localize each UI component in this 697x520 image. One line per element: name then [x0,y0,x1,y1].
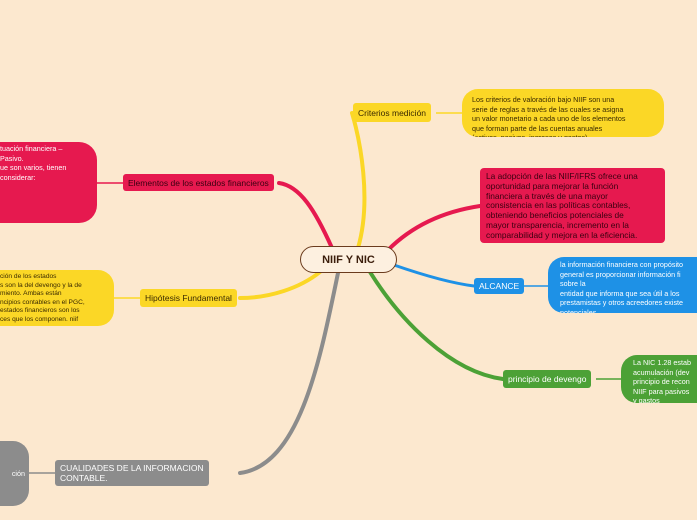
hipotesis-fundamental-node[interactable]: Hipótesis Fundamental [140,289,237,307]
link-cualidades [238,271,340,475]
elementos-estados-financieros-node[interactable]: Elementos de los estados financieros [123,174,274,191]
cualidades-informacion-node[interactable]: CUALIDADES DE LA INFORMACION CONTABLE. [55,460,209,486]
adopcion-niif-detail[interactable]: La adopción de las NIIF/IFRS ofrece una … [480,168,665,243]
link-elementos [277,181,334,250]
link-hipotesis [238,270,322,300]
link-adopcion [386,204,482,252]
link-alcance [392,263,476,288]
central-topic-node[interactable]: NIIF Y NIC [300,246,397,273]
elementos-estados-financieros-detail[interactable]: tuación financiera – Pasivo. ue son vari… [0,142,97,223]
principio-devengo-node[interactable]: principio de devengo [503,370,592,388]
alcance-node[interactable]: ALCANCE [474,278,525,294]
link-criterios [350,111,367,250]
alcance-detail[interactable]: la información financiera con propósito … [548,257,697,313]
criterios-medicion-node[interactable]: Criterios medición [353,103,432,122]
principio-devengo-detail[interactable]: La NIC 1.28 estab acumulación (dev princ… [621,355,697,403]
link-devengo [368,270,505,381]
hipotesis-fundamental-detail[interactable]: ción de los estados s son la del devengo… [0,270,114,326]
cualidades-informacion-detail[interactable]: ción [0,441,29,506]
criterios-medicion-detail[interactable]: Los criterios de valoración bajo NIIF so… [462,89,664,137]
